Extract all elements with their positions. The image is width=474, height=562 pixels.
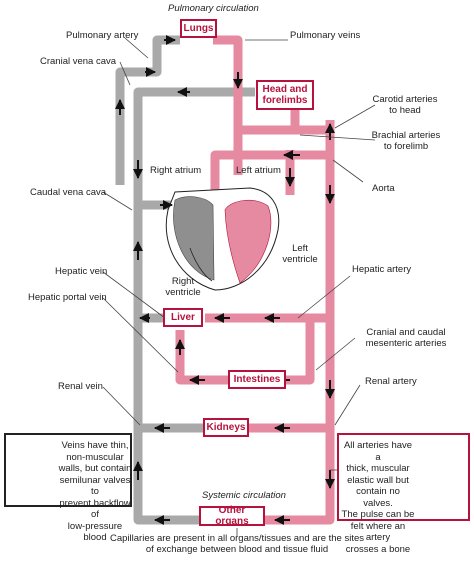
leader-lines (102, 37, 376, 536)
capillaries-caption: Capillaries are present in all organs/ti… (40, 533, 434, 555)
arteries-note-line-5: The pulse can be (341, 509, 415, 520)
veins-note-box: Veins have thin, non-muscular walls, but… (4, 433, 132, 543)
brachial-line-1: Brachial arteries (371, 130, 441, 141)
heart (165, 187, 280, 291)
arteries-note-line-4: contain no valves. (356, 486, 400, 509)
caudal-vena-cava-vessel (133, 205, 200, 525)
caudal-vena-cava-label: Caudal vena cava (30, 187, 107, 198)
veins-note-line-5: prevent backflow of (59, 497, 131, 521)
hepatic-artery-label: Hepatic artery (352, 264, 412, 275)
pulmonary-artery-label: Pulmonary artery (66, 30, 139, 41)
other-organs-box: Other organs (199, 505, 265, 527)
veins-note-text: Veins have thin, non-muscular walls, but… (58, 440, 132, 544)
renal-vein-label: Renal vein (58, 381, 103, 392)
brachial-line-2: to forelimb (383, 141, 429, 152)
veins-note-line-1: Veins have thin, (61, 440, 129, 451)
pulmonary-veins-label: Pulmonary veins (290, 30, 361, 41)
renal-artery-label: Renal artery (365, 376, 417, 387)
systemic-circulation-title: Systemic circulation (202, 490, 286, 501)
right-ventricle-line-2: ventricle (165, 287, 201, 298)
hepatic-portal-vein-label: Hepatic portal vein (28, 292, 107, 303)
right-heart-chamber (173, 196, 215, 281)
cranial-vena-cava-label: Cranial vena cava (40, 56, 117, 67)
mesenteric-line-2: mesenteric arteries (365, 338, 447, 349)
right-ventricle-label: Right ventricle (158, 276, 208, 298)
arteries-note-line-6: felt where an artery (350, 520, 406, 544)
head-forelimbs-box: Head and forelimbs (256, 80, 314, 110)
kidneys-box: Kidneys (203, 418, 249, 437)
head-forelimbs-line-1: Head and (262, 84, 308, 95)
brachial-arteries-label: Brachial arteries to forelimb (360, 130, 452, 152)
carotid-arteries-label: Carotid arteries to head (360, 94, 450, 116)
hepatic-portal-vein-vessel (175, 330, 230, 385)
lungs-box: Lungs (180, 19, 217, 38)
mesenteric-arteries-label: Cranial and caudal mesenteric arteries (356, 327, 456, 349)
caption-line-1: Capillaries are present in all organs/ti… (110, 533, 364, 544)
left-ventricle-label: Left ventricle (278, 243, 322, 265)
arteries-note-line-7: crosses a bone (345, 543, 411, 555)
carotid-line-2: to head (389, 105, 421, 116)
veins-note-line-6: low-pressure blood (67, 520, 123, 544)
left-atrium-label: Left atrium (236, 165, 281, 176)
liver-box: Liver (163, 308, 203, 327)
caption-line-2: of exchange between blood and tissue flu… (145, 544, 329, 555)
hepatic-vein-label: Hepatic vein (55, 266, 108, 277)
left-ventricle-line-1: Left (292, 243, 308, 254)
arteries-note-line-2: thick, muscular (346, 463, 410, 474)
aorta-label: Aorta (372, 183, 395, 194)
veins-note-line-2: non-muscular (66, 451, 124, 463)
veins-note-line-4: semilunar valves to (59, 474, 131, 498)
pulmonary-artery-vessel (115, 35, 180, 185)
left-ventricle-line-2: ventricle (282, 254, 318, 265)
mesenteric-line-1: Cranial and caudal (366, 327, 446, 338)
arteries-note-line-3: elastic wall but (347, 474, 409, 486)
left-heart-chamber (224, 199, 272, 284)
arteries-note-box: All arteries have a thick, muscular elas… (337, 433, 470, 555)
veins-note-line-3: walls, but contain (58, 463, 132, 474)
pulmonary-circulation-title: Pulmonary circulation (168, 3, 259, 14)
carotid-line-1: Carotid arteries (372, 94, 438, 105)
head-forelimbs-line-2: forelimbs (262, 95, 308, 106)
right-atrium-label: Right atrium (150, 165, 202, 176)
arteries-note-text: All arteries have a thick, muscular elas… (341, 440, 415, 555)
right-ventricle-line-1: Right (171, 276, 195, 287)
arteries-note-line-1: All arteries have a (343, 440, 413, 463)
intestines-box: Intestines (228, 370, 286, 389)
